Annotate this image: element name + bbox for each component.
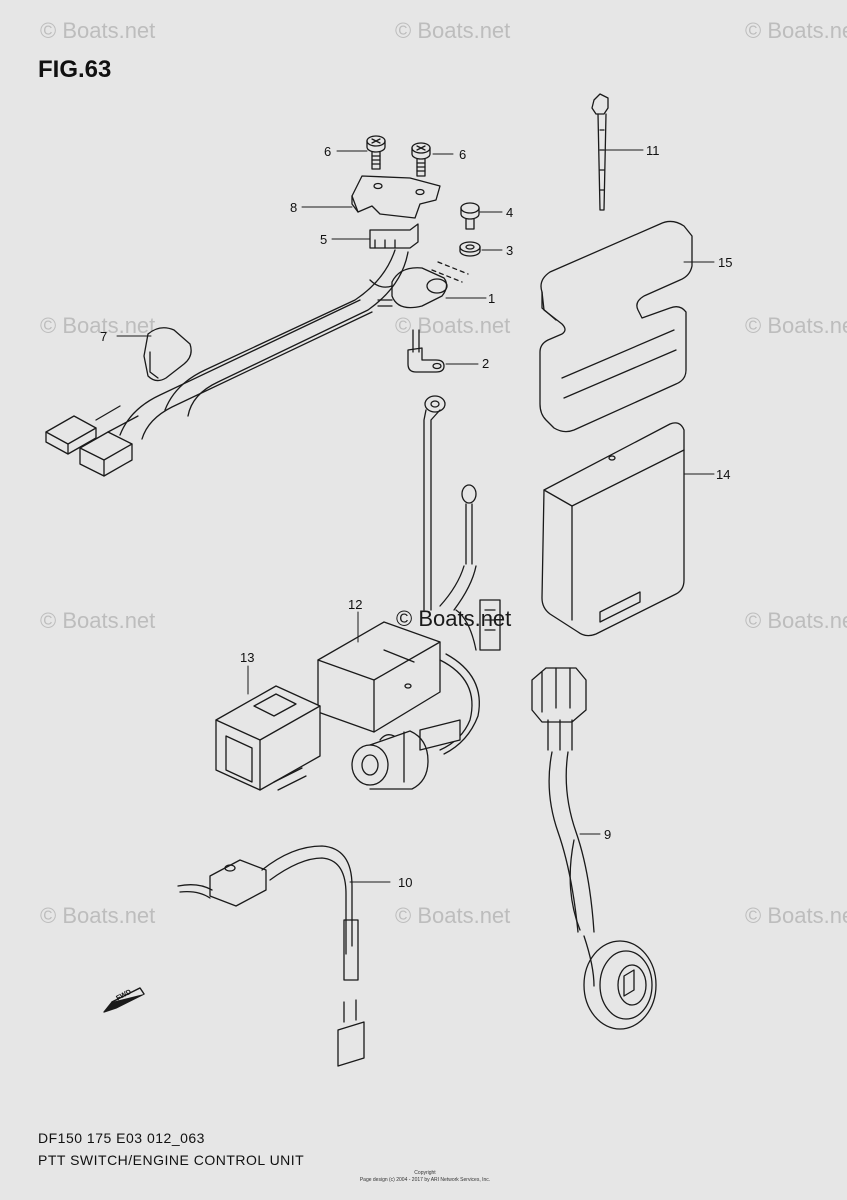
watermark: © Boats.net bbox=[40, 608, 156, 633]
callout-4: 4 bbox=[506, 205, 514, 220]
watermark: © Boats.net bbox=[745, 608, 847, 633]
callout-6: 6 bbox=[324, 144, 332, 159]
relay-harness bbox=[419, 653, 480, 755]
part-12-relay bbox=[317, 621, 441, 733]
part-10-switch-harness bbox=[177, 845, 365, 1067]
connector-center-right bbox=[455, 599, 501, 651]
part-5-switch bbox=[369, 223, 419, 249]
wire-lead-center bbox=[423, 395, 446, 611]
watermark: © Boats.net bbox=[40, 18, 156, 43]
part-3-washer bbox=[459, 241, 481, 257]
callout-2: 2 bbox=[482, 356, 490, 371]
part-8-bracket bbox=[351, 175, 441, 219]
part-13-socket bbox=[215, 685, 321, 791]
part-15-cover bbox=[539, 220, 693, 433]
harness-connectors-left bbox=[45, 405, 139, 477]
callout-14: 14 bbox=[716, 467, 731, 482]
callout-5: 5 bbox=[320, 232, 328, 247]
callout-9: 9 bbox=[604, 827, 612, 842]
part-7-clamp bbox=[143, 327, 192, 382]
wire-lead-right bbox=[439, 484, 477, 611]
center-watermark: © Boats.net bbox=[396, 606, 512, 631]
callout-3: 3 bbox=[506, 243, 514, 258]
watermark: © Boats.net bbox=[745, 18, 847, 43]
callout-8: 8 bbox=[290, 200, 298, 215]
callout-10: 10 bbox=[398, 875, 413, 890]
part-2-terminal bbox=[407, 347, 445, 373]
callout-7: 7 bbox=[100, 329, 108, 344]
part-6-screw-left bbox=[366, 135, 386, 170]
callout-6: 6 bbox=[459, 147, 467, 162]
callout-15: 15 bbox=[718, 255, 733, 270]
copyright-line-2: Page design (c) 2004 - 2017 by ARI Netwo… bbox=[359, 1177, 491, 1183]
section-title: PTT SWITCH/ENGINE CONTROL UNIT bbox=[38, 1152, 305, 1168]
main-harness bbox=[119, 249, 409, 440]
watermark: © Boats.net bbox=[395, 903, 511, 928]
part-14-ecu bbox=[541, 422, 685, 637]
watermark: © Boats.net bbox=[745, 313, 847, 338]
part-6-screw-right bbox=[411, 142, 431, 177]
watermark: © Boats.net bbox=[40, 313, 156, 338]
copyright-line-1: Copyright bbox=[414, 1170, 436, 1176]
callout-12: 12 bbox=[348, 597, 363, 612]
figure-title: FIG.63 bbox=[38, 56, 112, 83]
model-code: DF150 175 E03 012_063 bbox=[38, 1130, 205, 1146]
part-11-cable-tie bbox=[591, 93, 609, 211]
part-9-harness bbox=[531, 667, 657, 1030]
callout-13: 13 bbox=[240, 650, 255, 665]
watermark: © Boats.net bbox=[745, 903, 847, 928]
watermark: © Boats.net bbox=[395, 313, 511, 338]
part-4-screw bbox=[460, 202, 480, 230]
watermark: © Boats.net bbox=[40, 903, 156, 928]
round-connector bbox=[351, 730, 429, 790]
callout-1: 1 bbox=[488, 291, 496, 306]
leader-lines bbox=[116, 149, 715, 883]
callout-11: 11 bbox=[646, 143, 660, 158]
watermark: © Boats.net bbox=[395, 18, 511, 43]
